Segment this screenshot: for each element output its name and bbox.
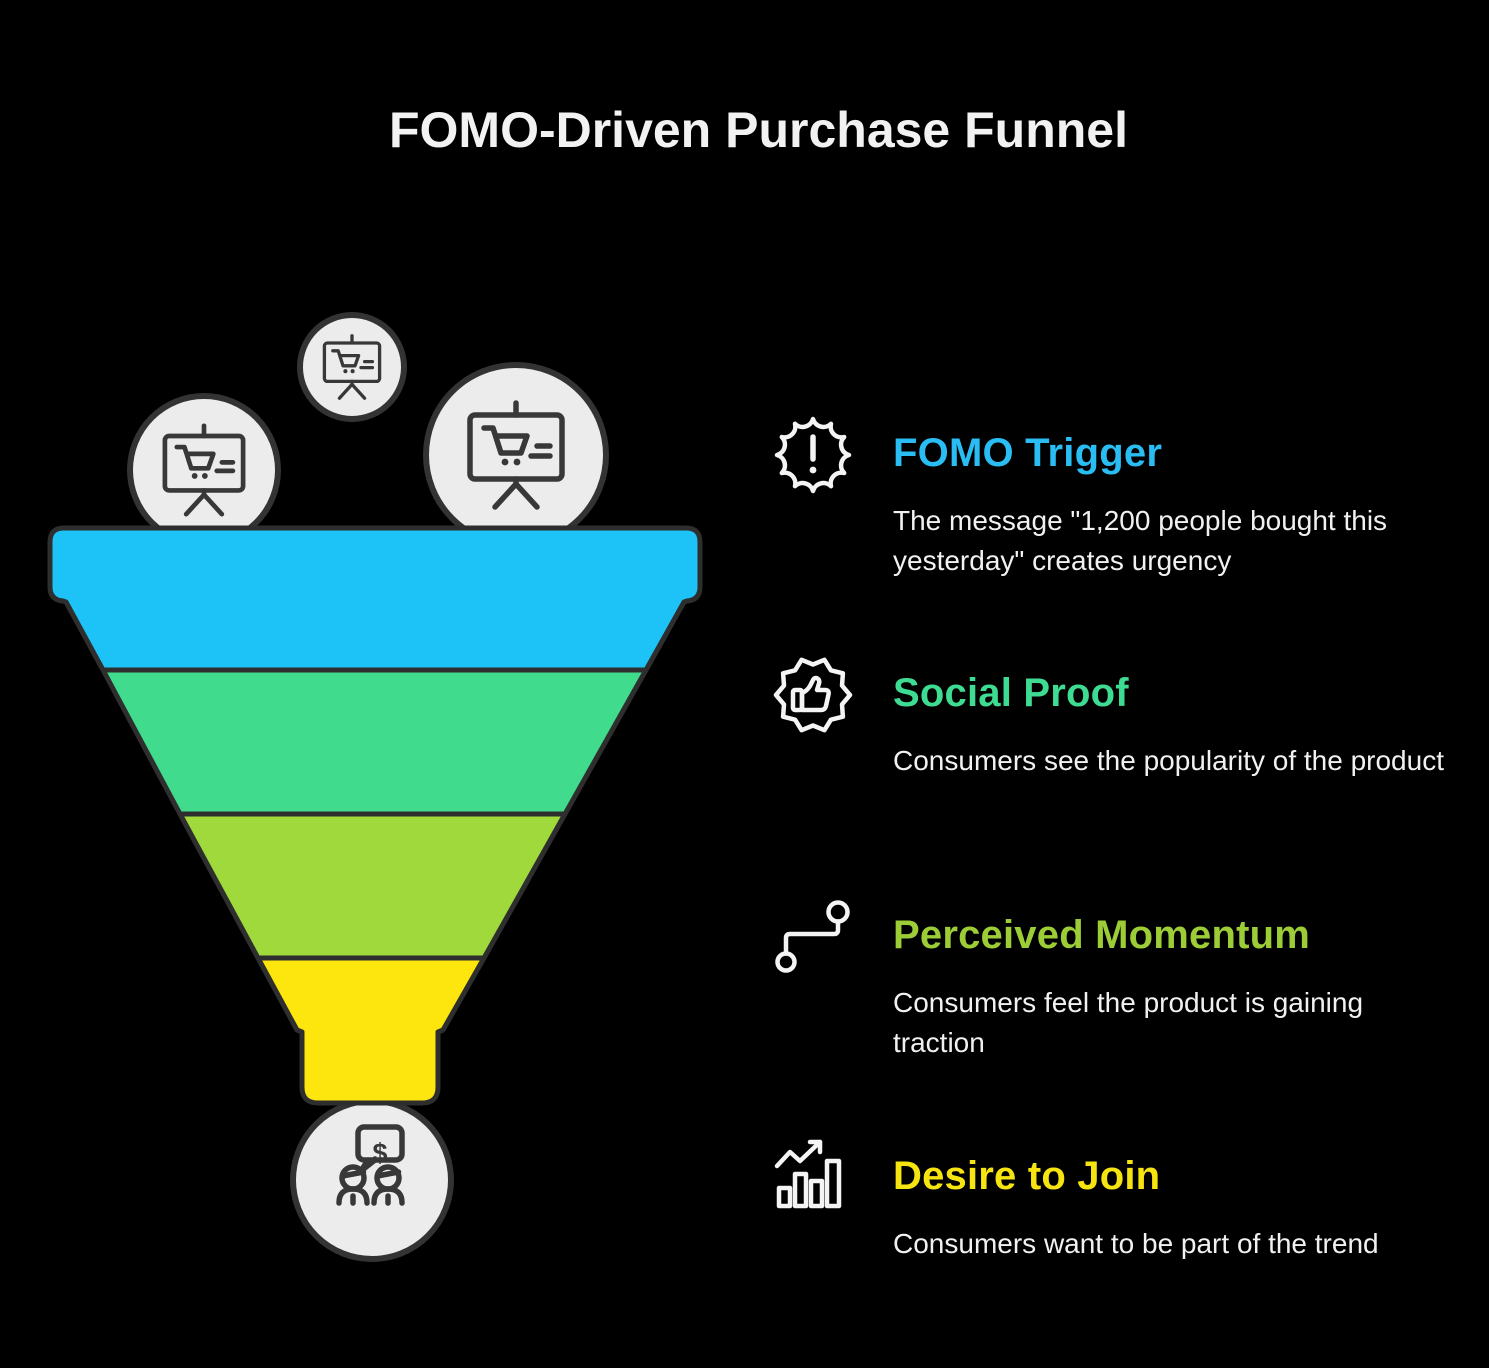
section-body: Consumers see the popularity of the prod… (893, 745, 1444, 776)
funnel-layer-perceived-momentum (177, 811, 568, 961)
page-title: FOMO-Driven Purchase Funnel (388, 102, 1128, 158)
bubble-bottom: $ (290, 1098, 454, 1262)
funnel-svg: $ (47, 312, 703, 1262)
section-heading: Perceived Momentum (893, 913, 1311, 957)
presentation-cart-icon (322, 334, 382, 400)
thumbs-up-badge-icon (773, 657, 853, 733)
dollar-sign: $ (372, 1138, 387, 1168)
exclamation-badge-icon (774, 416, 852, 494)
section-heading: Social Proof (893, 671, 1129, 715)
section-body: Consumers want to be part of the trend (893, 1228, 1379, 1259)
section-social-proof: Social Proof Consumers see the popularit… (763, 645, 1469, 875)
funnel-layer-desire-to-join (255, 955, 487, 1106)
bubble-top-right (423, 362, 609, 548)
funnel-layer-social-proof (100, 667, 649, 817)
growth-chart-arrow-icon (774, 1139, 842, 1209)
funnel-layer-fomo-trigger (47, 525, 703, 673)
section-desire-to-join: Desire to Join Consumers want to be part… (763, 1128, 1469, 1358)
section-body: Consumers feel the product is gaining tr… (893, 987, 1364, 1058)
momentum-steps-icon (775, 900, 850, 973)
bubble-top-small (297, 312, 407, 422)
presentation-cart-icon (467, 400, 565, 510)
funnel-graphic: $ (30, 300, 750, 1280)
section-body: The message "1,200 people bought this ye… (893, 505, 1388, 576)
section-fomo-trigger: FOMO Trigger The message "1,200 people b… (763, 405, 1469, 635)
presentation-cart-icon (162, 423, 246, 517)
section-perceived-momentum: Perceived Momentum Consumers feel the pr… (763, 887, 1469, 1117)
people-dollar-chat-icon: $ (336, 1124, 405, 1206)
section-heading: FOMO Trigger (893, 431, 1163, 475)
bubble-top-left (127, 393, 281, 547)
section-heading: Desire to Join (893, 1154, 1161, 1198)
